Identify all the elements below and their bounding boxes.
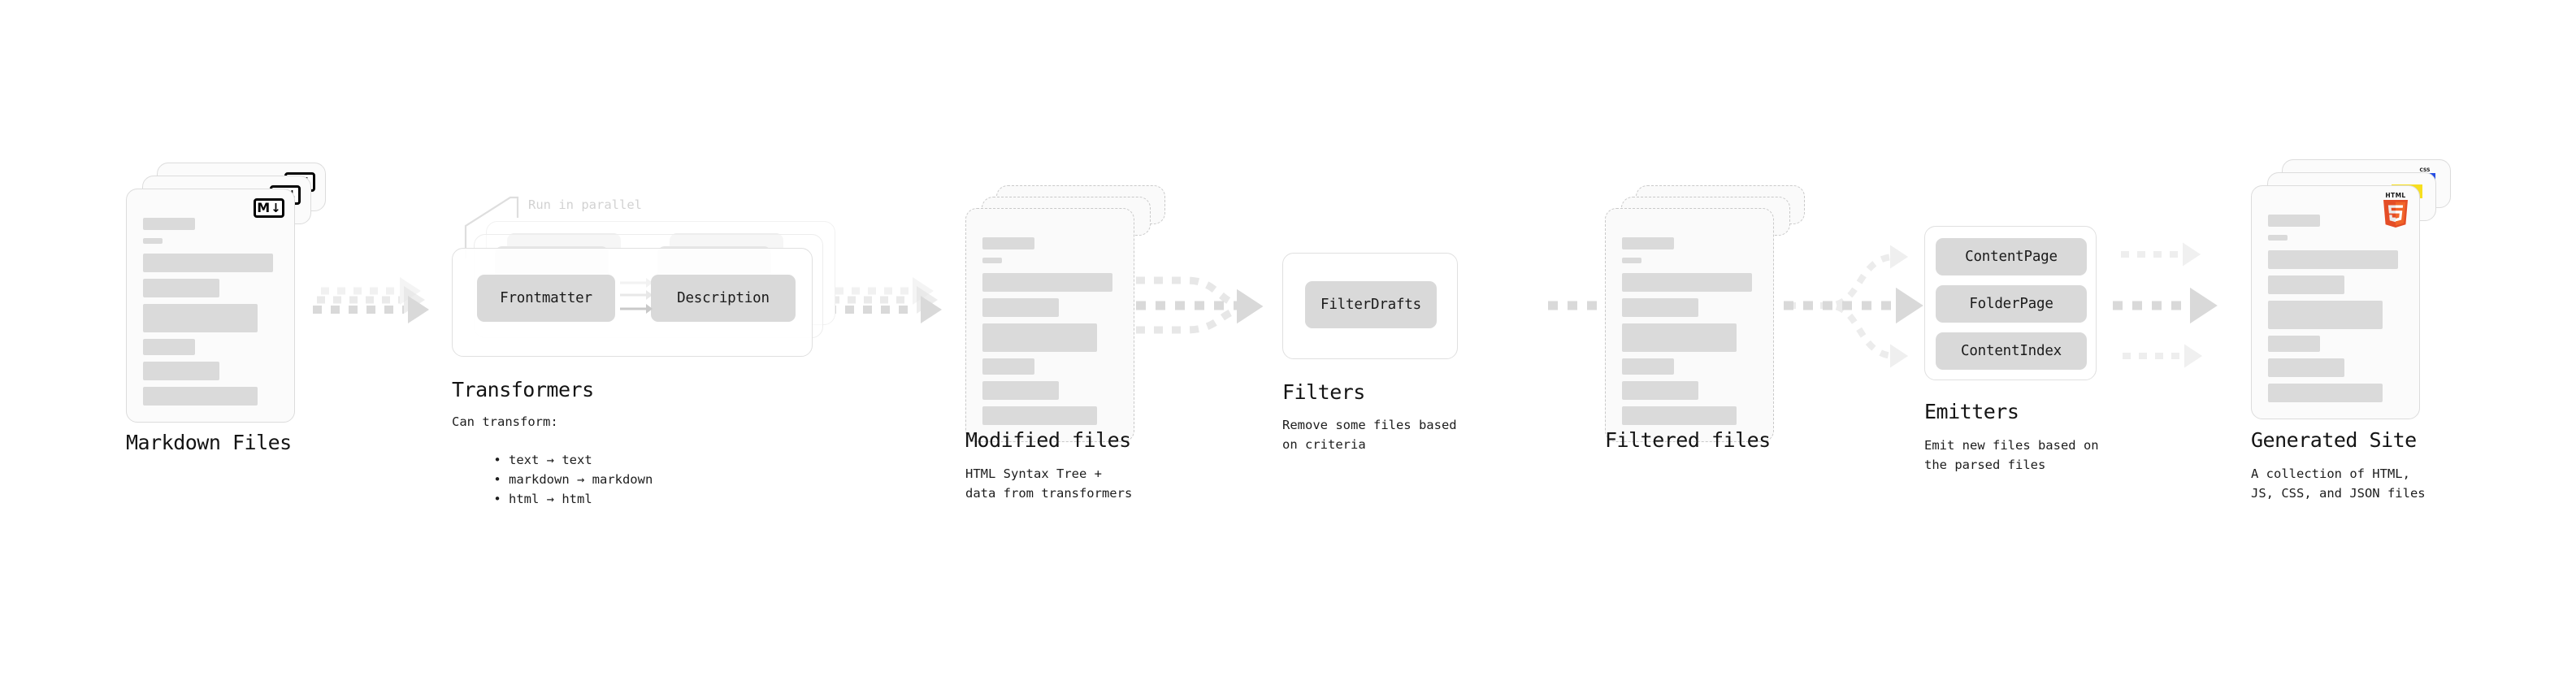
skeleton-line (2268, 215, 2320, 227)
emitters-subtitle: Emit new files based on the parsed files (1924, 438, 2099, 472)
transformer-inner-arrow (620, 278, 653, 314)
stage-title-modified-files: Modified files (965, 428, 1131, 452)
skeleton-line (143, 339, 195, 355)
skeleton-line (143, 254, 273, 272)
transformer-item-frontmatter[interactable]: Frontmatter (477, 275, 615, 322)
stage-title-markdown-files: Markdown Files (126, 431, 292, 454)
transformers-bullet-1: • markdown → markdown (463, 451, 653, 509)
markdown-card-front[interactable]: M↓ (126, 189, 295, 423)
bullet-text: html → html (509, 491, 592, 506)
emitters-group: ContentPage FolderPage ContentIndex (1924, 226, 2097, 380)
bullet-glyph: • (493, 491, 509, 506)
emitter-item-folderpage[interactable]: FolderPage (1936, 285, 2087, 323)
skeleton-line (2268, 336, 2320, 352)
skeleton-line (2268, 358, 2344, 377)
skeleton-line (1622, 298, 1698, 317)
skeleton-line (982, 273, 1112, 292)
modified-files-subtitle: HTML Syntax Tree + data from transformer… (965, 466, 1133, 501)
skeleton-line (1622, 406, 1737, 425)
connector-transformers-to-modified (827, 277, 942, 323)
skeleton-line (1622, 273, 1752, 292)
filters-subtitle: Remove some files based on criteria (1282, 418, 1457, 452)
skeleton-line (143, 387, 258, 406)
transformers-bullet-2: • html → html (463, 471, 592, 528)
bullet-text: markdown → markdown (509, 471, 653, 487)
markdown-logo-arrow: ↓ (271, 200, 281, 215)
bullet-glyph: • (493, 471, 509, 487)
stage-title-filtered-files: Filtered files (1605, 428, 1771, 452)
skeleton-line (982, 298, 1059, 317)
skeleton-line (1622, 323, 1737, 352)
html5-label: HTML (2385, 192, 2406, 199)
skeleton-line (982, 406, 1097, 425)
stage-title-generated-site: Generated Site (2251, 428, 2417, 452)
bullet-glyph: • (493, 452, 509, 467)
skeleton-line (143, 304, 258, 332)
skeleton-line (143, 218, 195, 230)
modified-card-front[interactable] (965, 208, 1134, 442)
stage-title-transformers: Transformers (452, 378, 594, 401)
connector-markdown-to-transformers (313, 277, 429, 323)
skeleton-line (2268, 235, 2288, 241)
bullet-text: text → text (509, 452, 592, 467)
stage-title-emitters: Emitters (1924, 400, 2019, 423)
skeleton-line (1622, 258, 1641, 263)
skeleton-line (143, 362, 219, 380)
skeleton-line (982, 381, 1059, 400)
skeleton-line (982, 258, 1002, 263)
stage-title-filters: Filters (1282, 380, 1365, 404)
markdown-logo-icon: M↓ (254, 198, 284, 218)
transformer-item-description[interactable]: Description (651, 275, 796, 322)
skeleton-line (143, 279, 219, 297)
skeleton-line (2268, 275, 2344, 294)
skeleton-line (982, 358, 1034, 375)
transformers-bullet-0: • text → text (463, 432, 592, 489)
run-in-parallel-label: Run in parallel (528, 197, 642, 212)
emitter-item-contentindex[interactable]: ContentIndex (1936, 332, 2087, 370)
filters-group: FilterDrafts (1282, 253, 1458, 359)
skeleton-line (2268, 250, 2398, 269)
skeleton-line (982, 237, 1034, 249)
skeleton-line (1622, 381, 1698, 400)
skeleton-line (2268, 301, 2383, 329)
site-card-front[interactable]: HTML (2251, 185, 2420, 419)
connector-filtered-to-emitters (1784, 245, 1923, 368)
skeleton-line (143, 238, 163, 244)
skeleton-line (2268, 384, 2383, 402)
skeleton-line (1622, 237, 1674, 249)
transformer-group-front: Frontmatter Description (452, 248, 813, 357)
css-label: CSS (2419, 167, 2431, 173)
filtered-card-front[interactable] (1605, 208, 1774, 442)
skeleton-line (1622, 358, 1674, 375)
html5-icon: HTML (2382, 192, 2409, 228)
generated-site-subtitle: A collection of HTML, JS, CSS, and JSON … (2251, 466, 2426, 501)
connector-modified-to-filters (1136, 276, 1264, 334)
filter-item-filterdrafts[interactable]: FilterDrafts (1305, 281, 1437, 328)
skeleton-line (982, 323, 1097, 352)
transformers-subtitle: Can transform: (452, 414, 558, 429)
connector-emitters-to-site (2113, 242, 2218, 368)
markdown-logo-letter: M (257, 200, 271, 215)
emitter-item-contentpage[interactable]: ContentPage (1936, 238, 2087, 275)
